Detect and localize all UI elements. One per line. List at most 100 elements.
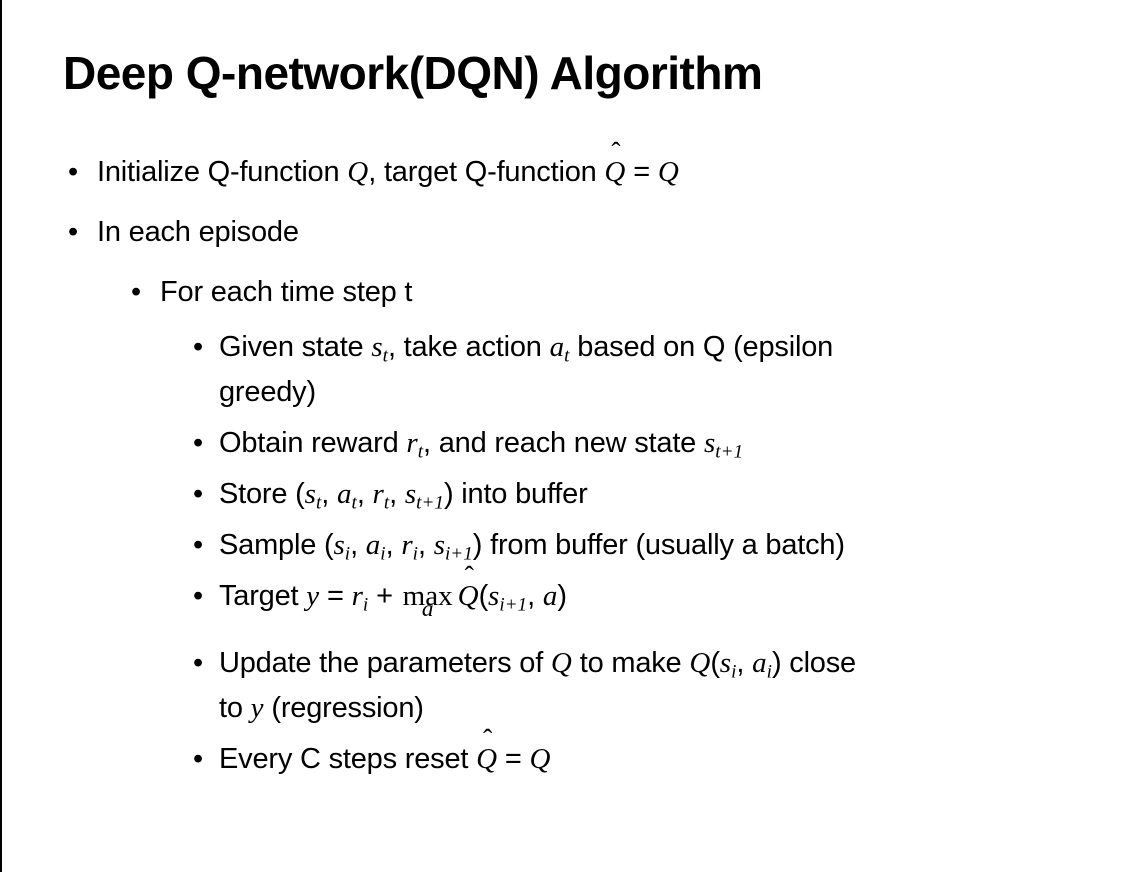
math-subscript: t [351, 492, 357, 514]
text-run: to make [571, 647, 690, 679]
bullet-item: •Sample (si, ai, ri, si+1) from buffer (… [193, 523, 1104, 568]
math-variable: s [488, 580, 500, 612]
text-run: Every C steps reset [219, 743, 477, 775]
text-run: , [736, 647, 753, 679]
bullet-item: •For each time step t [131, 270, 1104, 315]
math-variable: r [351, 580, 363, 612]
text-run: Target [219, 580, 307, 612]
math-variable: Q [347, 156, 369, 188]
bullet-list: •Initialize Q-function Q, target Q-funct… [0, 138, 1104, 788]
slide-left-border [0, 0, 2, 872]
bullet-line: to y (regression) [193, 686, 1104, 731]
math-subscript: i [766, 661, 772, 683]
math-variable: a [549, 331, 565, 363]
math-subscript: i [380, 543, 386, 565]
bullet-item: •Update the parameters of Q to make Q(si… [193, 641, 1104, 731]
bullet-line: • Initialize Q-function Q, target Q-funct… [68, 138, 1104, 195]
text-run: = [497, 743, 530, 775]
bullet-line: •Sample (si, ai, ri, si+1) from buffer (… [193, 523, 1104, 568]
bullet-icon: • [193, 331, 203, 363]
math-subscript: i [362, 594, 369, 616]
text-run: , target Q-function [368, 156, 605, 188]
math-variable: s [404, 478, 417, 510]
text-run: ( [478, 580, 489, 612]
text-run: = [319, 580, 352, 612]
bullet-icon: • [193, 743, 203, 775]
bullet-line: •For each time step t [131, 270, 1104, 315]
text-run: ) close [771, 647, 856, 679]
hat-accent: ˆ [611, 135, 621, 167]
text-run: , [350, 529, 366, 561]
math-subscript: t+1 [416, 492, 444, 514]
bullet-icon: • [68, 156, 78, 188]
bullet-icon: • [68, 216, 78, 248]
text-run: Update the parameters of [219, 647, 551, 679]
text-run: Sample ( [219, 529, 334, 561]
bullet-line: •Store (st, at, rt, st+1) into buffer [193, 472, 1104, 517]
math-subscript: i [731, 661, 737, 683]
bullet-line: greedy) [193, 370, 1104, 415]
math-variable: s [433, 529, 445, 561]
math-subscript: i+1 [444, 543, 473, 565]
text-run: , [389, 478, 405, 510]
text-run: Initialize Q-function [97, 156, 348, 188]
math-subscript: i [344, 543, 351, 565]
math-subscript: t [315, 492, 322, 514]
math-variable: Q [550, 647, 572, 679]
bullet-icon: • [193, 580, 203, 612]
text-run: Obtain reward [219, 427, 407, 459]
text-run: based on Q (epsilon [569, 331, 834, 363]
math-variable: r [401, 529, 413, 561]
text-run: + [368, 580, 401, 612]
text-run: , [417, 529, 434, 561]
math-subscript: t [417, 441, 424, 463]
text-run: Store ( [219, 478, 305, 510]
text-run: , [356, 478, 373, 510]
text-run: = [625, 156, 658, 188]
text-run: , take action [387, 331, 550, 363]
bullet-icon: • [193, 427, 203, 459]
math-subscript: t [564, 345, 570, 367]
hat-accent: ˆ [464, 559, 474, 591]
bullet-line: •Given state st, take action at based on… [193, 325, 1104, 370]
math-variable: Q [529, 743, 551, 775]
math-variable: a [542, 580, 558, 612]
text-run: In each episode [97, 216, 299, 248]
math-variable: a [336, 478, 352, 510]
math-variable: r [406, 427, 418, 459]
math-variable: y [250, 692, 264, 724]
math-variable: s [333, 529, 345, 561]
math-variable: s [304, 478, 316, 510]
math-subscript: i [412, 543, 418, 565]
math-variable: s [703, 427, 716, 459]
math-subscript: i+1 [499, 594, 528, 616]
text-run: , [321, 478, 337, 510]
page-title: Deep Q-network(DQN) Algorithm [63, 47, 763, 99]
math-subscript: t+1 [715, 441, 744, 463]
text-run: ) into buffer [443, 478, 588, 510]
math-subscript: t [382, 345, 388, 367]
text-run: ) [557, 580, 567, 612]
bullet-line: • Obtain reward rt, and reach new state s… [193, 421, 1104, 466]
math-variable: y [306, 580, 320, 612]
text-run: ( [710, 647, 720, 679]
text-run: greedy) [219, 376, 316, 408]
bullet-item: • Obtain reward rt, and reach new state s… [193, 421, 1104, 466]
bullet-item: • Initialize Q-function Q, target Q-funct… [68, 138, 1104, 195]
math-variable: r [372, 478, 384, 510]
bullet-line: • In each episode [68, 210, 1104, 255]
text-run: to [219, 692, 251, 724]
text-run: (regression) [263, 692, 424, 724]
text-run: , and reach new state [423, 427, 704, 459]
hat-accent: ˆ [483, 722, 493, 754]
math-variable: a [752, 647, 767, 679]
bullet-icon: • [193, 529, 203, 561]
bullet-item: •Store (st, at, rt, st+1) into buffer [193, 472, 1104, 517]
math-variable: s [719, 647, 732, 679]
